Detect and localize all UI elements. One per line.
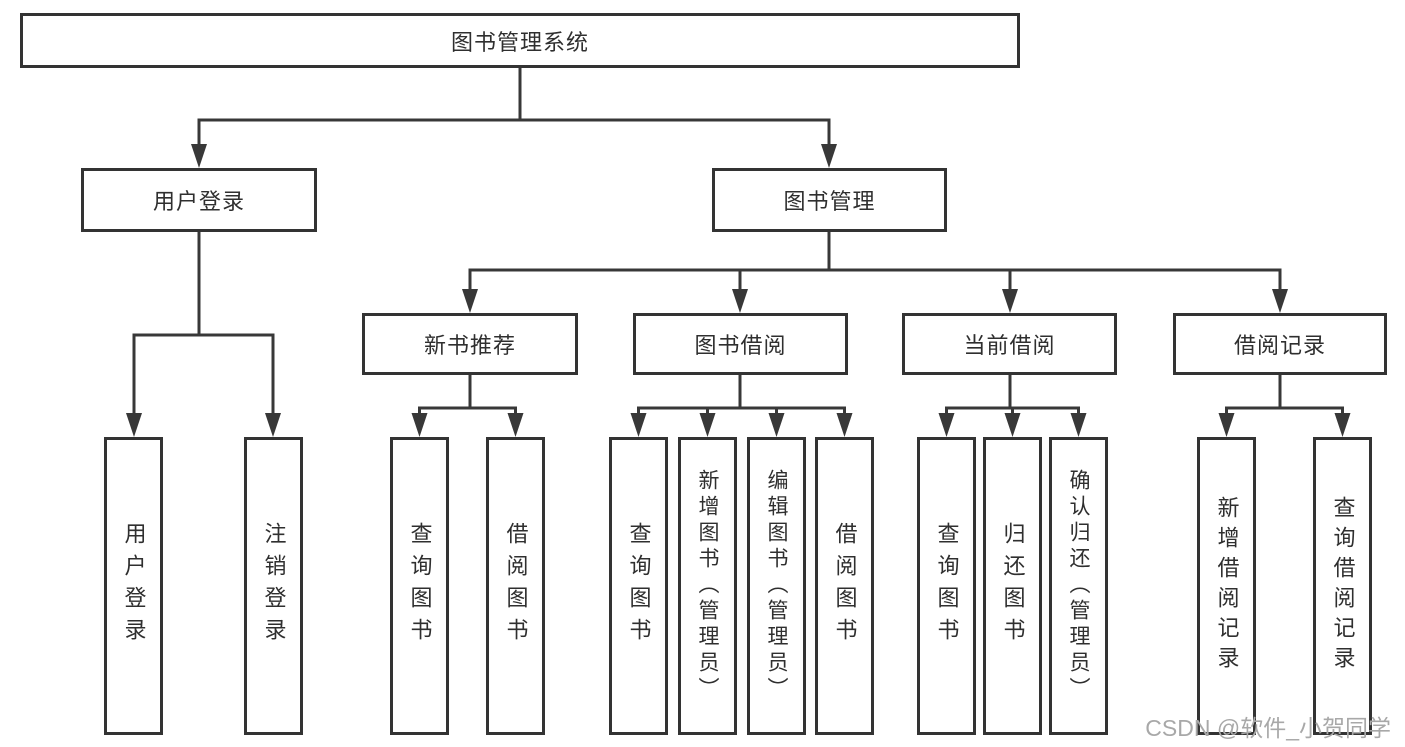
node-label: 当前借阅 <box>963 333 1056 358</box>
leaf-query-books-current: 查询图书 <box>917 437 976 735</box>
node-label: 图书借阅 <box>694 333 787 358</box>
leaf-label: 查询图书 <box>626 522 652 650</box>
node-label: 图书管理 <box>783 189 876 214</box>
connector-new-book-to-children <box>411 375 524 437</box>
leaf-add-books-admin: 新增图书（管理员） <box>678 437 737 735</box>
leaf-label: 新增图书（管理员） <box>696 469 719 703</box>
node-current-borrow: 当前借阅 <box>902 313 1117 375</box>
leaf-borrow-books: 借阅图书 <box>815 437 874 735</box>
connector-user-login-to-children <box>126 232 281 437</box>
connector-book-management-to-level3 <box>462 232 1288 313</box>
leaf-label: 借阅图书 <box>503 522 529 650</box>
node-library-management-system: 图书管理系统 <box>20 13 1020 68</box>
leaf-query-borrow-record: 查询借阅记录 <box>1313 437 1372 735</box>
leaf-label: 新增借阅记录 <box>1214 496 1240 676</box>
node-label: 借阅记录 <box>1233 333 1326 358</box>
node-borrow-records: 借阅记录 <box>1173 313 1387 375</box>
node-user-login: 用户登录 <box>81 168 317 232</box>
node-label: 新书推荐 <box>423 333 516 358</box>
leaf-label: 编辑图书（管理员） <box>765 469 788 703</box>
leaf-confirm-return-admin: 确认归还（管理员） <box>1049 437 1108 735</box>
leaf-label: 查询图书 <box>407 522 433 650</box>
node-label: 图书管理系统 <box>450 29 589 55</box>
node-book-borrow: 图书借阅 <box>633 313 848 375</box>
leaf-label: 用户登录 <box>121 522 147 650</box>
csdn-watermark: CSDN @软件_小贺同学 <box>1145 715 1391 741</box>
leaf-label: 借阅图书 <box>832 522 858 650</box>
connector-current-borrow-to-children <box>938 375 1087 437</box>
node-new-book-recommend: 新书推荐 <box>362 313 578 375</box>
leaf-logout: 注销登录 <box>244 437 303 735</box>
connector-book-borrow-to-children <box>630 375 853 437</box>
leaf-label: 确认归还（管理员） <box>1067 469 1090 703</box>
node-book-management: 图书管理 <box>712 168 947 232</box>
leaf-query-books-borrow: 查询图书 <box>609 437 668 735</box>
leaf-edit-books-admin: 编辑图书（管理员） <box>747 437 806 735</box>
leaf-user-login: 用户登录 <box>104 437 163 735</box>
leaf-return-books: 归还图书 <box>983 437 1042 735</box>
leaf-borrow-books-recommend: 借阅图书 <box>486 437 545 735</box>
node-label: 用户登录 <box>152 189 245 214</box>
leaf-query-books-recommend: 查询图书 <box>390 437 449 735</box>
leaf-label: 查询图书 <box>934 522 960 650</box>
connector-borrow-records-to-children <box>1218 375 1351 437</box>
connector-root-to-level2 <box>191 68 837 168</box>
leaf-label: 归还图书 <box>1000 522 1026 650</box>
leaf-label: 查询借阅记录 <box>1330 496 1356 676</box>
leaf-label: 注销登录 <box>261 522 287 650</box>
leaf-add-borrow-record: 新增借阅记录 <box>1197 437 1256 735</box>
